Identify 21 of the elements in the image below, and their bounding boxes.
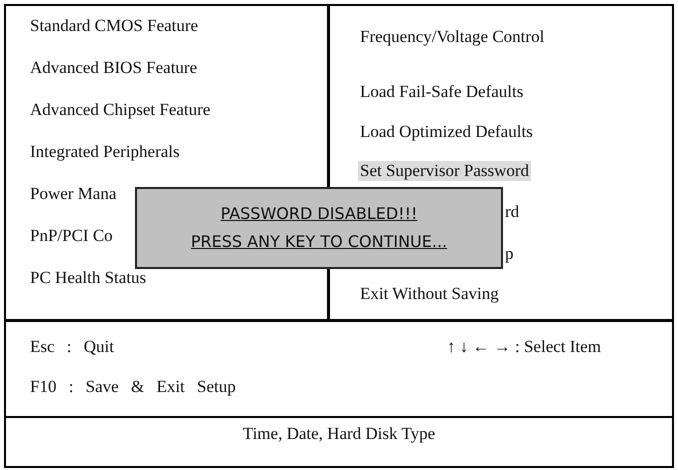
- key-hint: ↑ ↓ ← → : Select Item: [447, 337, 601, 357]
- dialog-message: PRESS ANY KEY TO CONTINUE...: [190, 233, 448, 251]
- key-hint: Esc : Quit: [30, 337, 114, 357]
- dialog-message: PASSWORD DISABLED!!!: [220, 205, 418, 223]
- menu-item: Load Fail-Safe Defaults: [360, 82, 524, 102]
- menu-item: Standard CMOS Feature: [30, 16, 198, 36]
- message-dialog: [135, 187, 503, 269]
- menu-item: Frequency/Voltage Control: [360, 27, 544, 47]
- menu-item: Load Optimized Defaults: [360, 122, 533, 142]
- status-text: Time, Date, Hard Disk Type: [242, 424, 436, 443]
- selected-menu-item: Set Supervisor Password: [358, 161, 532, 181]
- menu-item: PnP/PCI Co: [30, 226, 113, 246]
- menu-item: Power Mana: [30, 184, 116, 204]
- menu-item: Advanced BIOS Feature: [30, 58, 198, 78]
- menu-item: Advanced Chipset Feature: [30, 100, 210, 120]
- menu-item: Integrated Peripherals: [30, 142, 180, 162]
- menu-item: Exit Without Saving: [360, 284, 499, 304]
- menu-item: p: [505, 244, 514, 264]
- key-hint: F10 : Save & Exit Setup: [30, 377, 236, 397]
- menu-item: PC Health Status: [30, 268, 146, 288]
- menu-item: rd: [505, 202, 520, 222]
